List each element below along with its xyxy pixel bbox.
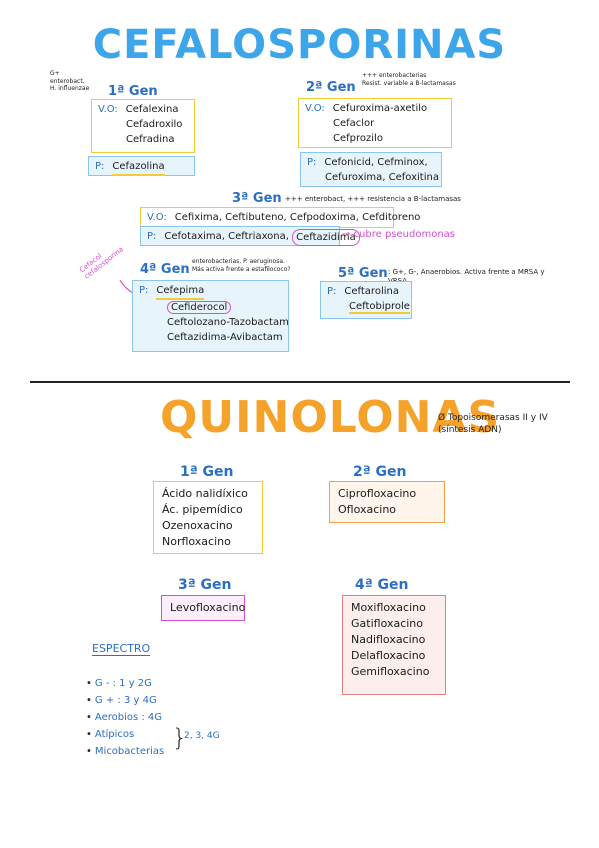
drug: Moxifloxacino (351, 601, 426, 614)
qui-gen2-box: Ciprofloxacino Ofloxacino (329, 481, 445, 523)
drug: Cefprozilo (333, 133, 383, 144)
list-item: •Atípicos (86, 729, 135, 740)
qui-gen4-label: 4ª Gen (355, 577, 409, 593)
drug-list: Cefixima, Ceftibuteno, Cefpodoxima, Cefd… (174, 212, 421, 223)
drug: Ofloxacino (338, 503, 397, 516)
ceftazidima-highlight: Ceftazidima (292, 229, 360, 246)
drug: Gatifloxacino (351, 617, 424, 630)
drug-list: Cefotaxima, Ceftriaxona, (164, 231, 289, 242)
p-label: P: (95, 161, 105, 172)
espectro-item: G - : 1 y 2G (94, 678, 152, 689)
drug: Ác. pipemídico (162, 503, 243, 516)
list-item: •Micobacterias (86, 746, 165, 757)
qui-gen1-label: 1ª Gen (180, 464, 234, 480)
qui-gen1-box: Ácido nalidíxico Ác. pipemídico Ozenoxac… (153, 481, 263, 554)
gen4-side-note: Cefacol cefalosporina (78, 239, 125, 280)
p-label: P: (139, 285, 149, 296)
vo-label: V.O: (98, 104, 118, 115)
cef-gen1-p-box: P: Cefazolina (88, 156, 195, 176)
drug: Ceftobiprole (349, 301, 410, 314)
gen3-note: +++ enterobact, +++ resistencia a B-lact… (285, 195, 461, 203)
cefalosporinas-title: CEFALOSPORINAS (92, 22, 507, 68)
espectro-item: Atípicos (94, 729, 135, 740)
cef-gen4-p-box: P: Cefepima Cefiderocol Ceftolozano-Tazob… (132, 280, 289, 352)
drug: Cefuroxima, Cefoxitina (325, 172, 439, 183)
note-line: +++ enterobacterias (362, 72, 427, 79)
cef-gen3-vo-box: V.O: Cefixima, Ceftibuteno, Cefpodoxima, … (140, 207, 420, 228)
gen5-note: : G+, G-, Anaerobios. Activa frente a MR… (388, 268, 545, 285)
cef-gen2-p-box: P: Cefonicid, Cefminox, Cefuroxima, Cefox… (300, 152, 442, 187)
note-line: Ø Topoisomerasas II y IV (438, 413, 548, 423)
drug: Cefonicid, Cefminox, (324, 157, 428, 168)
gen2-note: +++ enterobacterias Resist. variable a B… (362, 72, 456, 87)
espectro-list: •G - : 1 y 2G •G + : 3 y 4G •Aerobios : … (86, 675, 164, 760)
cef-gen3-label: 3ª Gen (232, 191, 282, 206)
quinolonas-note: Ø Topoisomerasas II y IV (síntesis ADN) (438, 412, 548, 436)
cef-gen5-label: 5ª Gen (338, 266, 388, 281)
note-line: enterobact. (50, 77, 85, 85)
note-line: enterobacterias, P. aeruginosa. (192, 258, 285, 265)
cef-gen4-label: 4ª Gen (140, 262, 190, 277)
list-item: •Aerobios : 4G (86, 712, 163, 723)
drug: Cefepima (156, 283, 205, 300)
espectro-item: Aerobios : 4G (94, 712, 163, 723)
drug: Cefradina (126, 134, 175, 145)
brace-note: 2, 3, 4G (184, 731, 220, 741)
drug: Cefaclor (333, 118, 375, 129)
gen4-note: enterobacterias, P. aeruginosa. Más acti… (192, 258, 291, 273)
drug: Levofloxacino (170, 601, 246, 614)
drug: Delafloxacino (351, 649, 426, 662)
section-divider (30, 381, 570, 383)
cef-gen5-p-box: P: Ceftarolina Ceftobiprole (320, 281, 412, 319)
p-label: P: (147, 231, 157, 242)
espectro-title: ESPECTRO (92, 642, 151, 656)
drug: Ácido nalidíxico (162, 487, 248, 500)
qui-gen4-box: Moxifloxacino Gatifloxacino Nadifloxacin… (342, 595, 446, 695)
list-item: •G - : 1 y 2G (86, 678, 152, 689)
cef-gen1-vo-box: V.O: Cefalexina Cefadroxilo Cefradina (91, 99, 195, 153)
note-line: Más activa frente a estafilococo? (192, 265, 291, 273)
vo-label: V.O: (147, 212, 167, 223)
cef-gen3-p-box: P: Cefotaxima, Ceftriaxona, Ceftazidima (140, 226, 360, 246)
gen1-side-note: G+ enterobact. H. influenzae (50, 70, 89, 93)
note-line: (síntesis ADN) (438, 425, 502, 435)
drug: Cefalexina (125, 104, 179, 115)
vo-label: V.O: (305, 103, 325, 114)
drug: Cefuroxima-axetilo (332, 103, 428, 114)
cef-gen2-label: 2ª Gen (306, 80, 356, 95)
drug: Gemifloxacino (351, 665, 430, 678)
note-line: Resist. variable a B-lactamasas (362, 79, 456, 87)
note-line: G+ (50, 70, 60, 77)
cef-gen1-label: 1ª Gen (108, 84, 158, 99)
quinolonas-title: QUINOLONAS (160, 392, 501, 443)
brace-icon: } (172, 724, 188, 752)
drug: Cefazolina (112, 159, 165, 176)
drug: Ceftarolina (344, 286, 399, 297)
drug: Ciprofloxacino (338, 487, 417, 500)
drug: Ozenoxacino (162, 519, 233, 532)
qui-gen3-label: 3ª Gen (178, 577, 232, 593)
drug: Nadifloxacino (351, 633, 426, 646)
cef-gen2-vo-box: V.O: Cefuroxima-axetilo Cefaclor Cefprozi… (298, 98, 452, 148)
drug: Ceftazidima-Avibactam (167, 332, 283, 343)
espectro-item: G + : 3 y 4G (94, 695, 157, 706)
cefiderocol-highlight: Cefiderocol (167, 301, 232, 314)
qui-gen2-label: 2ª Gen (353, 464, 407, 480)
drug: Norfloxacino (162, 535, 231, 548)
espectro-item: Micobacterias (94, 746, 165, 757)
drug: Ceftolozano-Tazobactam (167, 317, 289, 328)
p-label: P: (307, 157, 317, 168)
drug: Cefadroxilo (126, 119, 183, 130)
pseudomonas-note: → cubre pseudomonas (342, 229, 456, 240)
qui-gen3-box: Levofloxacino (161, 595, 245, 621)
p-label: P: (327, 286, 337, 297)
note-line: H. influenzae (50, 85, 90, 92)
list-item: •G + : 3 y 4G (86, 695, 157, 706)
